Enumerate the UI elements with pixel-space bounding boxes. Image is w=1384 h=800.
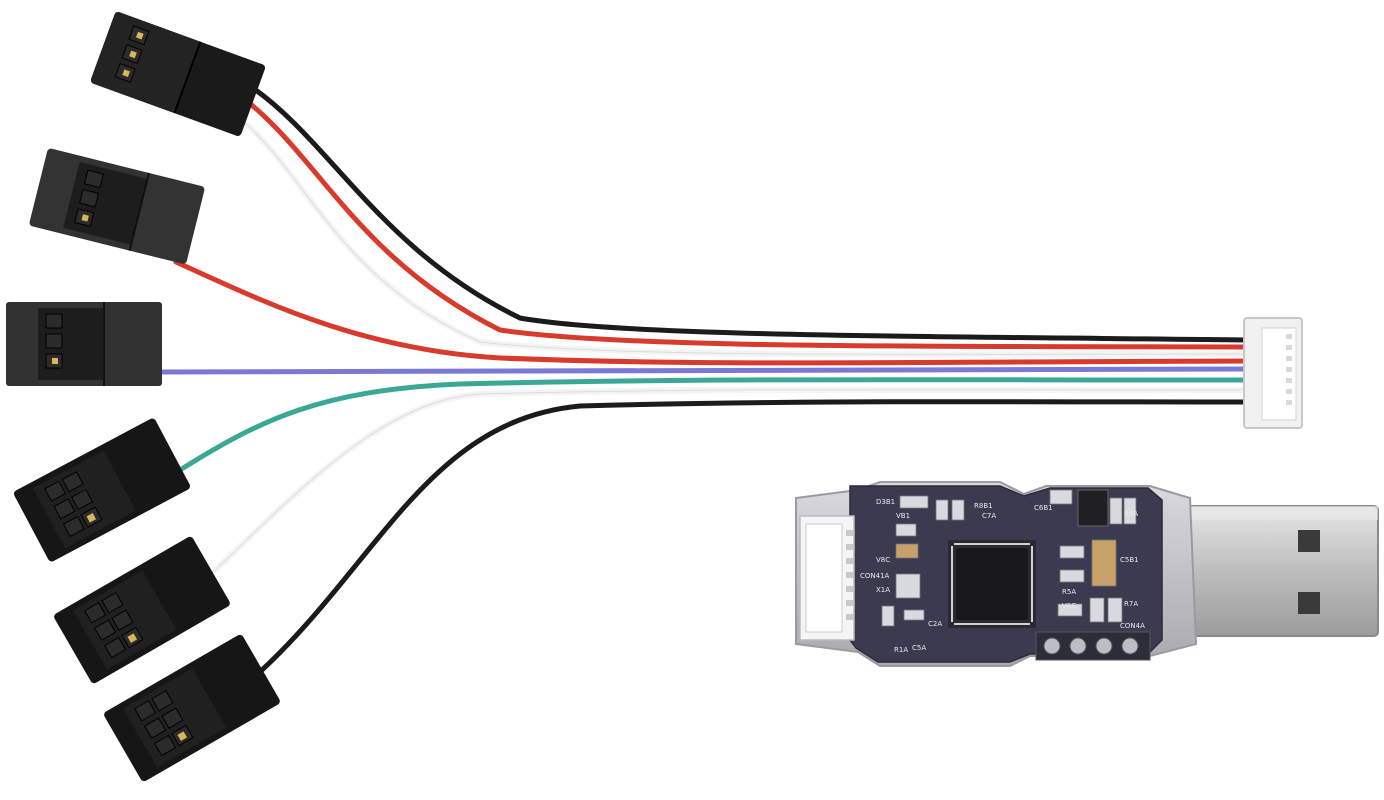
label-r8a: R8A [1124,510,1138,518]
servo-connector-3 [6,302,162,386]
label-c2a: C2A [928,620,942,628]
label-v8c: V8C [876,556,890,564]
wire-red-1 [245,99,1251,350]
wire-blue-3 [157,366,1251,375]
usb-adapter: D3B1 C7A R8B1 C6B1 C5B1 R5A R7A R8A V6C … [795,481,1379,667]
label-c6b1: C6B1 [1034,504,1053,512]
smd-components [881,489,1137,627]
label-r8b1: R8B1 [974,502,993,510]
label-d3b1: D3B1 [876,498,895,506]
cable-harness [157,83,1251,673]
servo-connector-6 [104,634,280,782]
label-c7a: C7A [982,512,996,520]
label-con41a: CON41A [860,572,890,580]
label-r1a: R1A [894,646,908,654]
pcb-silkscreen: D3B1 C7A R8B1 C6B1 C5B1 R5A R7A R8A V6C … [860,498,1145,654]
label-r7a: R7A [1124,600,1138,608]
servo-connector-2 [29,148,205,264]
label-x1a: X1A [876,586,890,594]
label-con4a: CON4A [1120,622,1145,630]
label-c5a: C5A [912,644,926,652]
header-pads [1035,631,1151,661]
label-v6c: V6C [1062,602,1076,610]
wire-red-2 [173,259,1251,366]
servo-connector-1 [90,12,266,136]
label-c5b1: C5B1 [1120,556,1139,564]
usb-plug [1167,505,1379,637]
wire-white-1 [241,119,1251,358]
label-r5a: R5A [1062,588,1076,596]
wire-black-1 [247,83,1251,343]
label-vb1: VB1 [896,512,910,520]
wire-green-4 [177,377,1251,473]
microcontroller-chip [948,540,1036,628]
jst-connector [1243,317,1303,429]
servo-connector-4 [13,418,191,562]
wire-black-6 [259,399,1251,673]
servo-connector-5 [54,536,230,684]
